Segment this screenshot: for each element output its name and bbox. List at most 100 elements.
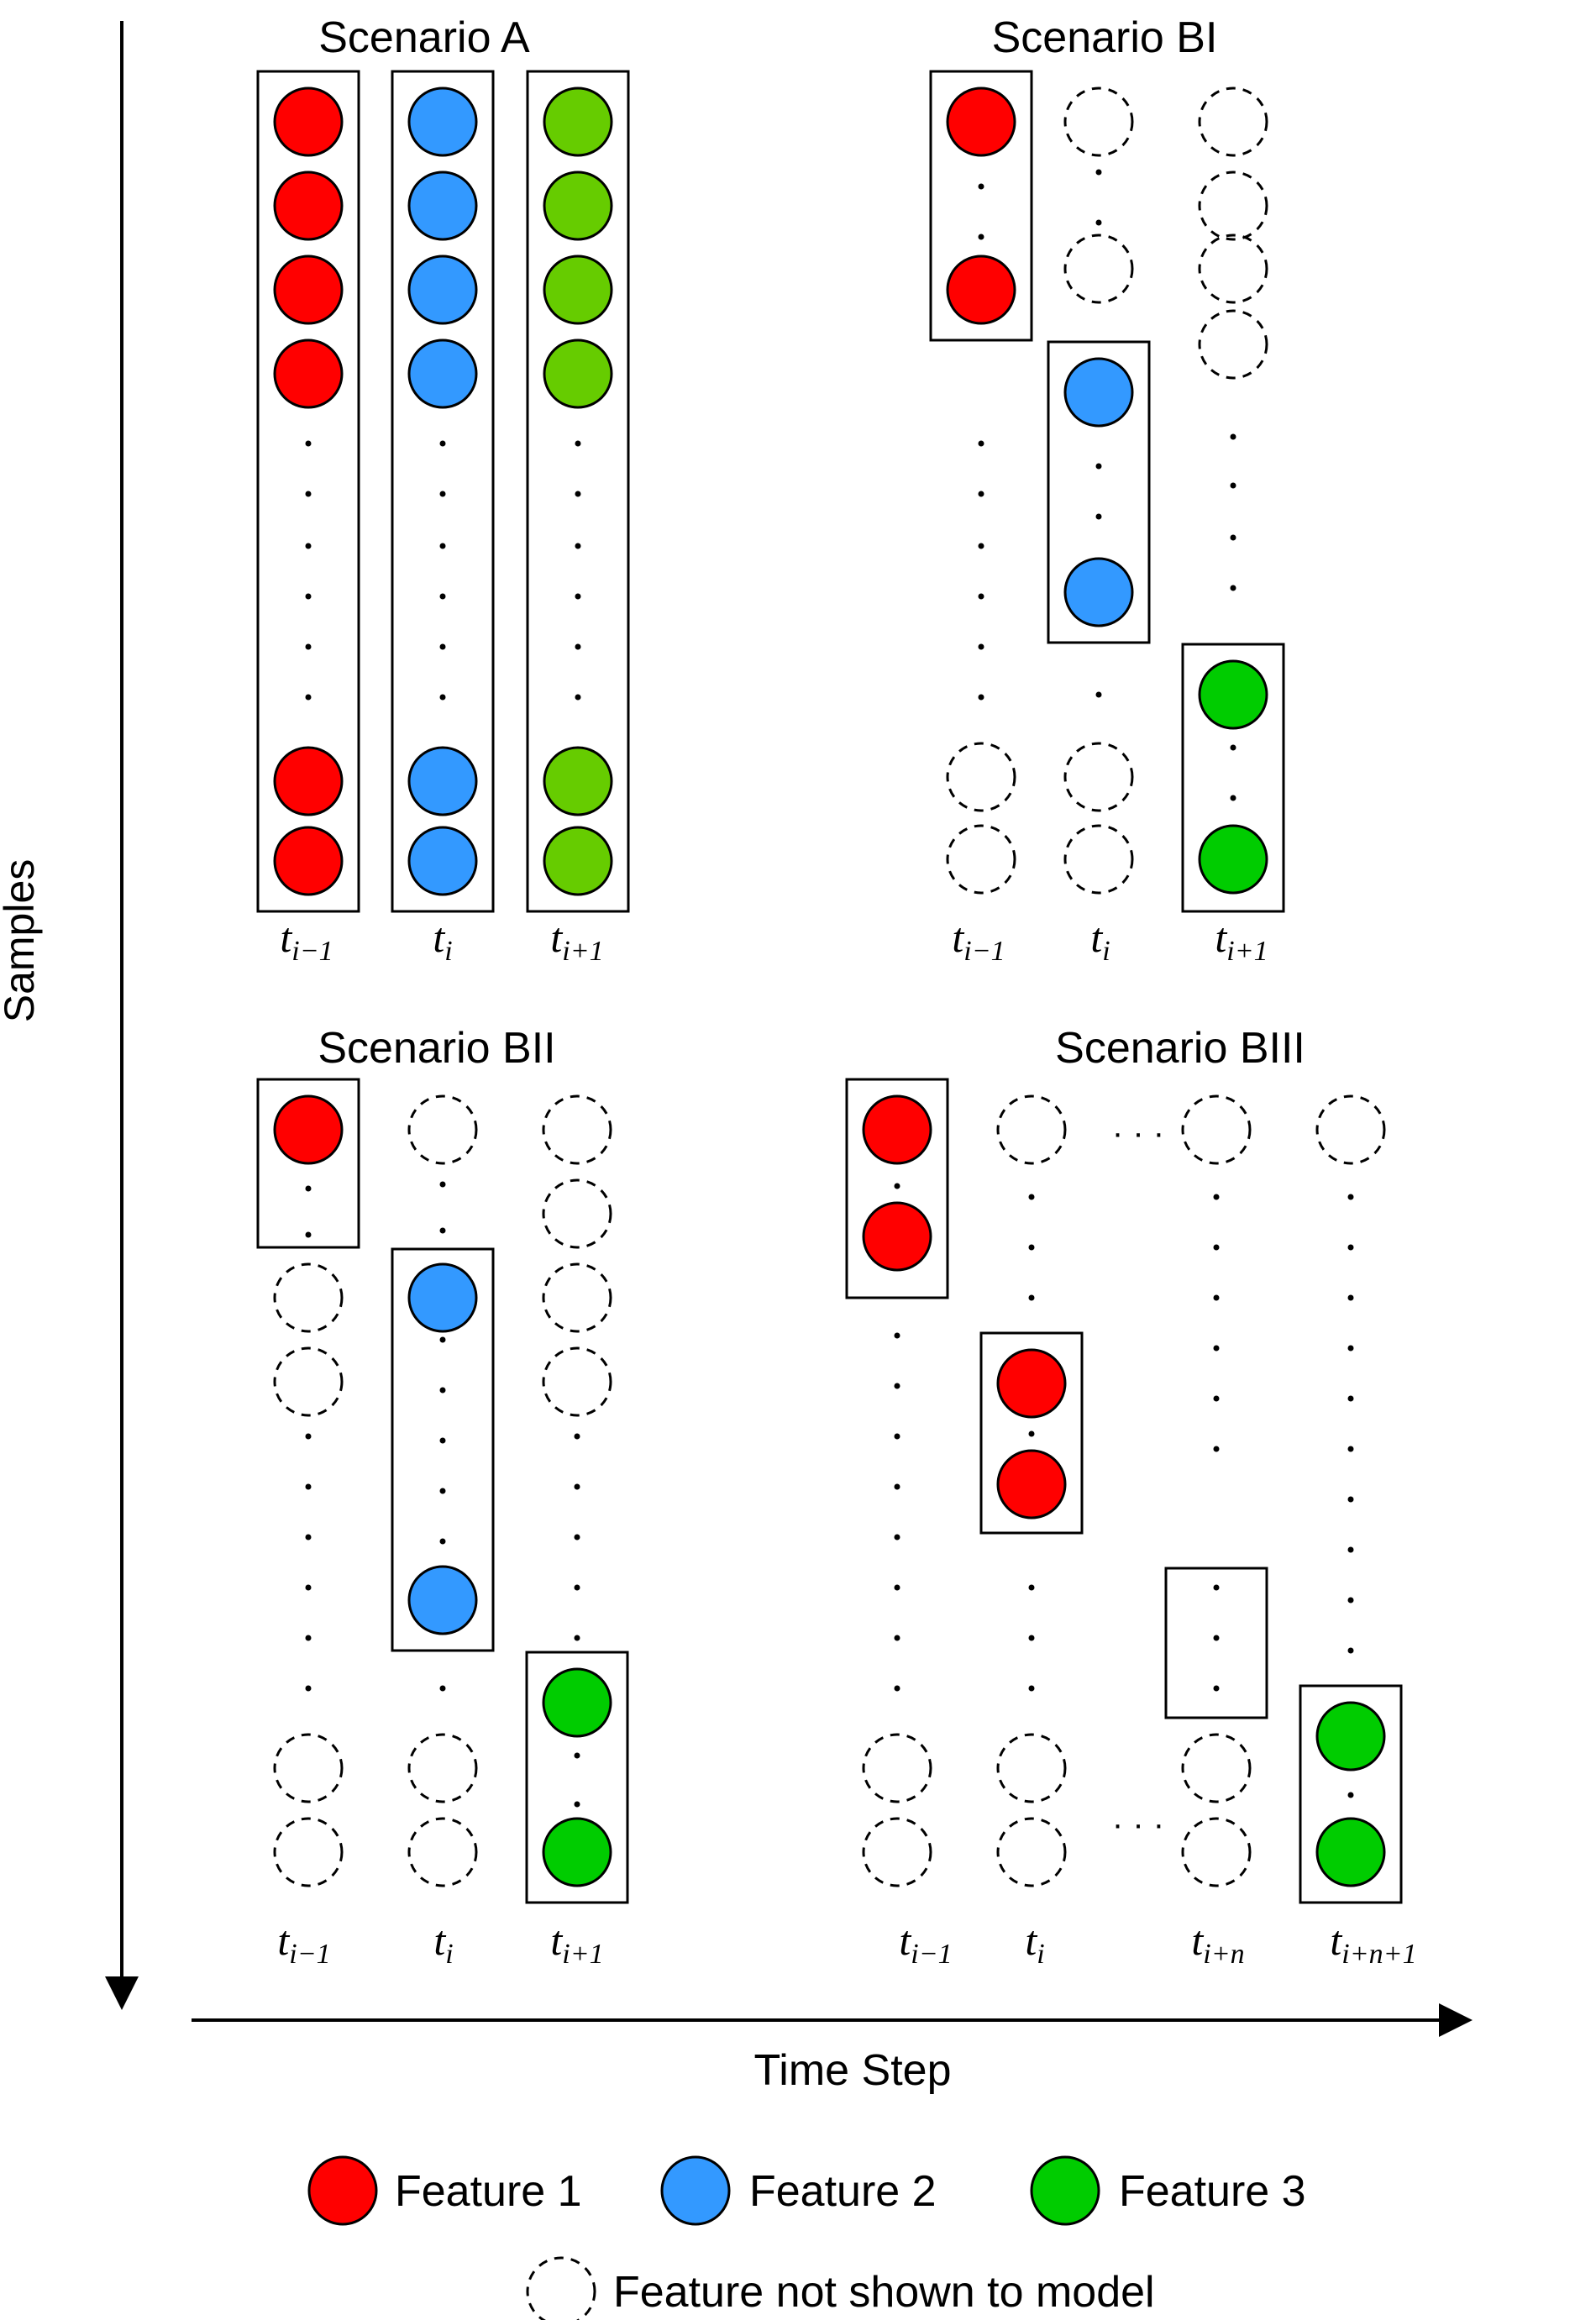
- ellipsis-dot: [439, 1387, 446, 1394]
- ellipsis-dot: [305, 1534, 312, 1541]
- ellipsis-dot: [439, 1437, 446, 1444]
- feature-circle: [543, 171, 613, 241]
- time-label: ti+1: [550, 914, 603, 967]
- input-window-box: [1299, 1684, 1403, 1904]
- ellipsis-dot: [439, 643, 446, 650]
- feature-circle: [542, 1817, 612, 1887]
- ellipsis-dot: [894, 1584, 900, 1591]
- legend-feature-1-swatch: [307, 2155, 378, 2226]
- time-label: ti+1: [1215, 914, 1268, 967]
- hidden-feature-circle: [1063, 87, 1134, 157]
- hidden-feature-circle: [862, 1817, 932, 1887]
- ellipsis-dot: [1347, 1244, 1354, 1251]
- ellipsis-dot: [439, 1488, 446, 1494]
- ellipsis-dot: [439, 1181, 446, 1188]
- diagram-shapes: [256, 70, 1403, 1904]
- ellipsis-dot: [978, 543, 984, 549]
- ellipsis-dot: [1095, 463, 1102, 470]
- legend-feature-1-label: Feature 1: [395, 2167, 582, 2216]
- time-label: ti−1: [277, 1917, 330, 1970]
- hidden-feature-circle: [1063, 742, 1134, 812]
- ellipsis-dot: [439, 491, 446, 497]
- input-window-box: [525, 1651, 629, 1904]
- ellipsis-dot: [894, 1483, 900, 1490]
- hidden-feature-circle: [1181, 1094, 1252, 1165]
- input-window-box: [1047, 340, 1151, 644]
- feature-circle: [407, 1262, 478, 1333]
- ellipsis-dot: [894, 1635, 900, 1641]
- input-window-box: [979, 1331, 1084, 1535]
- feature-circle: [273, 746, 344, 816]
- horizontal-ellipsis: · · ·: [1112, 1115, 1164, 1152]
- time-label: ti−1: [952, 914, 1005, 967]
- hidden-feature-circle: [273, 1346, 344, 1417]
- hidden-feature-circle: [407, 1817, 478, 1887]
- ellipsis-dot: [1347, 1792, 1354, 1798]
- ellipsis-dot: [575, 491, 581, 497]
- feature-circle: [862, 1094, 932, 1165]
- feature-circle: [1315, 1701, 1386, 1771]
- input-window-box: [256, 70, 360, 913]
- time-label: ti+1: [550, 1917, 603, 1970]
- ellipsis-dot: [1347, 1294, 1354, 1301]
- input-window-box: [256, 1078, 360, 1249]
- hidden-feature-circle: [996, 1094, 1067, 1165]
- ellipsis-dot: [439, 1336, 446, 1343]
- ellipsis-dot: [1028, 1685, 1035, 1692]
- ellipsis-dot: [305, 491, 312, 497]
- hidden-feature-circle: [996, 1733, 1067, 1803]
- ellipsis-dot: [894, 1534, 900, 1541]
- ellipsis-dot: [1347, 1496, 1354, 1503]
- feature-circle: [543, 87, 613, 157]
- hidden-feature-circle: [1063, 824, 1134, 895]
- feature-circle: [407, 746, 478, 816]
- ellipsis-dot: [305, 543, 312, 549]
- ellipsis-dot: [1347, 1546, 1354, 1553]
- legend-feature-2-swatch: [660, 2155, 731, 2226]
- feature-circle: [407, 826, 478, 896]
- ellipsis-dot: [574, 1483, 580, 1490]
- ellipsis-dot: [978, 491, 984, 497]
- hidden-feature-circle: [542, 1178, 612, 1249]
- hidden-feature-circle: [996, 1817, 1067, 1887]
- ellipsis-dot: [439, 694, 446, 701]
- ellipsis-dot: [1347, 1345, 1354, 1352]
- feature-circle: [273, 1094, 344, 1165]
- ellipsis-dot: [1213, 1294, 1220, 1301]
- ellipsis-dot: [1028, 1584, 1035, 1591]
- ellipsis-dot: [978, 183, 984, 190]
- samples-axis-label: Samples: [0, 859, 43, 1023]
- ellipsis-dot: [305, 440, 312, 447]
- ellipsis-dot: [1213, 1685, 1220, 1692]
- time-label: ti−1: [280, 914, 333, 967]
- ellipsis-dot: [575, 593, 581, 600]
- scenario-bi-title: Scenario BI: [992, 13, 1218, 62]
- ellipsis-dot: [978, 643, 984, 650]
- ellipsis-dot: [575, 643, 581, 650]
- ellipsis-dot: [305, 1433, 312, 1440]
- ellipsis-dot: [1230, 534, 1236, 541]
- feature-circle: [273, 87, 344, 157]
- feature-circle: [996, 1348, 1067, 1419]
- feature-circle: [1063, 357, 1134, 428]
- hidden-feature-circle: [1198, 309, 1268, 380]
- ellipsis-dot: [1095, 219, 1102, 226]
- feature-circle: [407, 339, 478, 409]
- hidden-feature-circle: [1063, 234, 1134, 304]
- ellipsis-dot: [439, 1685, 446, 1692]
- ellipsis-dot: [1028, 1194, 1035, 1200]
- ellipsis-dot: [305, 1635, 312, 1641]
- time-label: ti+n+1: [1330, 1917, 1416, 1970]
- horizontal-ellipsis: · · ·: [1112, 1806, 1164, 1843]
- feature-circle: [946, 255, 1016, 325]
- ellipsis-dot: [1230, 585, 1236, 591]
- time-step-axis-label: Time Step: [753, 2046, 951, 2095]
- feature-circle: [273, 339, 344, 409]
- ellipsis-dot: [1213, 1395, 1220, 1402]
- time-label: ti: [433, 914, 452, 967]
- ellipsis-dot: [574, 1534, 580, 1541]
- ellipsis-dot: [439, 1227, 446, 1234]
- input-window-box: [845, 1078, 949, 1299]
- ellipsis-dot: [1213, 1345, 1220, 1352]
- feature-circle: [543, 255, 613, 325]
